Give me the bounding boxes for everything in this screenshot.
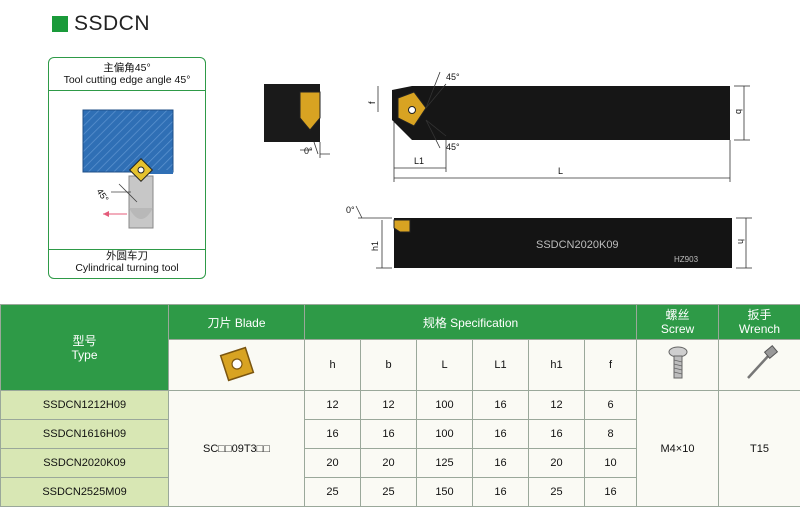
blade-header: 刀片 Blade: [169, 305, 305, 340]
screw-header: 螺丝 Screw: [637, 305, 719, 340]
table-cell: 20: [529, 449, 585, 478]
type-header: 型号 Type: [1, 305, 169, 391]
spec-header: 规格 Specification: [305, 305, 637, 340]
side-angle-label: 0°: [346, 205, 355, 215]
table-row-type: SSDCN1212H09: [1, 391, 169, 420]
col-l1-header: L1: [473, 340, 529, 391]
table-cell: 150: [417, 478, 473, 507]
top-angle-upper-label: 45°: [446, 72, 460, 82]
table-cell: 16: [473, 420, 529, 449]
spec-table: 型号 Type 刀片 Blade 规格 Specification 螺丝 Scr…: [0, 304, 800, 507]
table-cell: 100: [417, 391, 473, 420]
wrench-header: 扳手 Wrench: [719, 305, 800, 340]
bar-small-marking: HZ903: [674, 255, 699, 264]
table-cell: 125: [417, 449, 473, 478]
wrench-header-cn: 扳手: [719, 308, 800, 322]
table-cell: 25: [529, 478, 585, 507]
table-cell: 6: [585, 391, 637, 420]
side-view-insert-icon: [394, 220, 410, 232]
table-cell: 25: [305, 478, 361, 507]
wrench-header-en: Wrench: [719, 322, 800, 336]
h1-dimension-label: h1: [370, 241, 380, 251]
screw-image-cell: [637, 340, 719, 391]
f-dimension-label: f: [367, 101, 377, 104]
table-cell: 12: [361, 391, 417, 420]
col-l-header: L: [417, 340, 473, 391]
table-cell: 16: [473, 449, 529, 478]
col-f-header: f: [585, 340, 637, 391]
wrench-value-cell: T15: [719, 391, 800, 507]
table-cell: 16: [305, 420, 361, 449]
bar-marking: SSDCN2020K09: [536, 239, 619, 251]
technical-drawing: 0° 45° 45° f b L1 L SSDCN2020K09 HZ903 0…: [0, 0, 800, 300]
h-dimension-label: h: [736, 239, 746, 244]
table-cell: 12: [529, 391, 585, 420]
col-b-header: b: [361, 340, 417, 391]
screw-header-en: Screw: [637, 322, 718, 336]
wrench-image-cell: [719, 340, 800, 391]
screw-value-cell: M4×10: [637, 391, 719, 507]
front-angle-label: 0°: [304, 146, 313, 156]
blade-insert-icon: [217, 344, 257, 384]
table-row-type: SSDCN2525M09: [1, 478, 169, 507]
table-cell: 10: [585, 449, 637, 478]
table-row-type: SSDCN1616H09: [1, 420, 169, 449]
table-cell: 16: [473, 478, 529, 507]
table-cell: 25: [361, 478, 417, 507]
type-header-cn: 型号: [1, 334, 168, 348]
top-view: 45° 45° f b L1 L: [367, 72, 750, 182]
type-header-en: Type: [1, 348, 168, 362]
col-h1-header: h1: [529, 340, 585, 391]
l1-dimension-label: L1: [414, 156, 424, 166]
blade-value-cell: SC□□09T3□□: [169, 391, 305, 507]
front-view: 0°: [264, 84, 330, 158]
table-row-type: SSDCN2020K09: [1, 449, 169, 478]
top-angle-lower-label: 45°: [446, 142, 460, 152]
table-cell: 100: [417, 420, 473, 449]
b-dimension-label: b: [734, 109, 744, 114]
l-dimension-label: L: [558, 166, 563, 176]
col-h-header: h: [305, 340, 361, 391]
blade-image-cell: [169, 340, 305, 391]
screw-header-cn: 螺丝: [637, 308, 718, 322]
table-cell: 16: [473, 391, 529, 420]
wrench-icon: [740, 344, 780, 384]
side-view: SSDCN2020K09 HZ903 0° h1 h: [346, 205, 752, 268]
top-view-shank: [392, 86, 730, 140]
table-cell: 12: [305, 391, 361, 420]
screw-icon: [663, 344, 693, 384]
table-cell: 20: [305, 449, 361, 478]
table-cell: 8: [585, 420, 637, 449]
table-cell: 16: [361, 420, 417, 449]
table-cell: 16: [585, 478, 637, 507]
table-cell: 16: [529, 420, 585, 449]
table-cell: 20: [361, 449, 417, 478]
